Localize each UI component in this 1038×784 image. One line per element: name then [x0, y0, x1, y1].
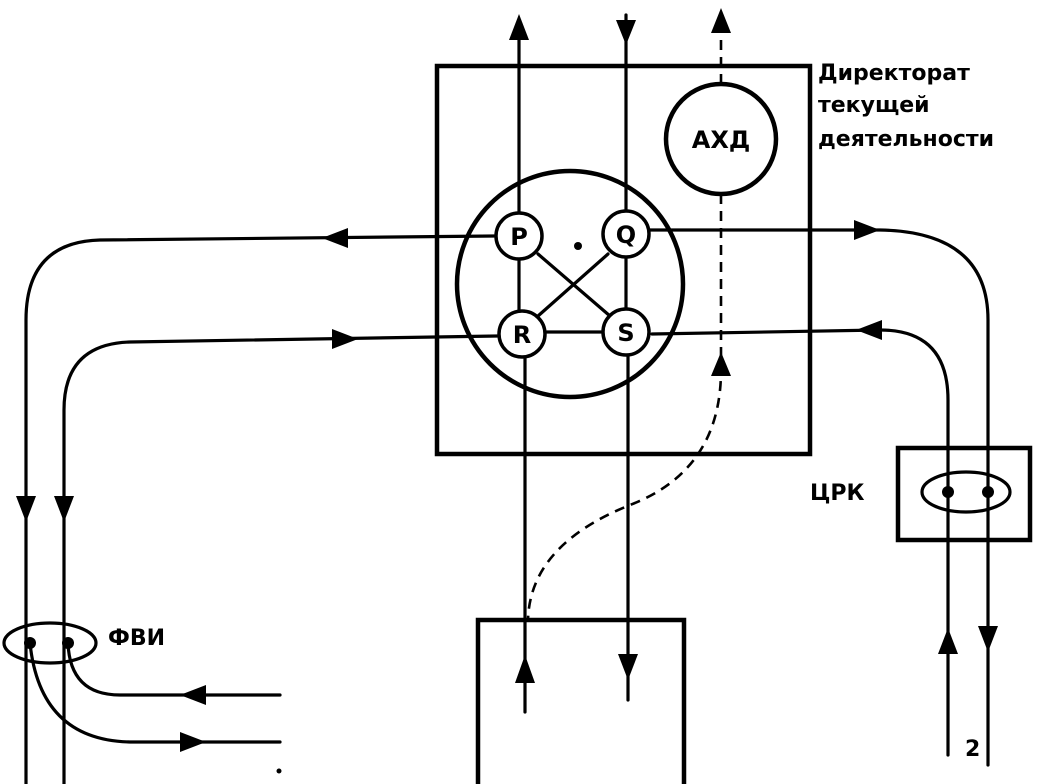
- arrow-down-left-2: [54, 496, 74, 522]
- stray-mark: [276, 768, 282, 774]
- frk-dot-left: [942, 486, 954, 498]
- directorate-label-line-2: текущей: [818, 93, 930, 118]
- arrow-down-bottom-s: [618, 654, 638, 680]
- node-q-label: Q: [616, 221, 636, 249]
- node-q: Q: [601, 209, 651, 259]
- node-p-label: P: [510, 223, 528, 251]
- frk-label: ЦРК: [810, 481, 865, 506]
- directorate-label-line-1: Директорат: [818, 61, 970, 86]
- arrow-up-right-948: [938, 628, 958, 654]
- bottom-unit-box: [475, 617, 687, 784]
- arrow-up-dashed: [711, 352, 731, 376]
- arrow-down-q: [616, 20, 636, 45]
- frk-box: [895, 445, 1033, 543]
- center-dot: [574, 242, 582, 250]
- fvi-input-curve: [66, 641, 282, 697]
- flow-frk-to-s: [650, 328, 950, 757]
- arrow-up-bottom-r: [515, 655, 535, 683]
- node-s-label: S: [617, 319, 634, 347]
- footnote-number: 2: [965, 737, 980, 762]
- flow-p-to-fvi: [24, 234, 496, 784]
- arrow-right-q: [854, 220, 880, 240]
- node-s: S: [601, 307, 651, 357]
- fvi-ellipse: [2, 621, 98, 665]
- ahd-label: АХД: [692, 126, 750, 154]
- arrow-up-ahd: [711, 8, 731, 33]
- fvi-label: ФВИ: [108, 626, 165, 651]
- process-circle: [454, 168, 686, 400]
- fvi-output-curve: [28, 641, 282, 744]
- arrow-right-r: [332, 329, 358, 349]
- arrow-up-p: [509, 14, 529, 40]
- directorate-label-line-3: деятельности: [818, 127, 994, 152]
- arrow-left-p: [322, 228, 348, 248]
- frk-ellipse: [920, 470, 1012, 514]
- arrow-right-fvi-out: [180, 732, 206, 752]
- node-p: P: [494, 211, 544, 261]
- directorate-box: [434, 63, 813, 457]
- ahd-dashed-link: [526, 194, 723, 621]
- node-r: R: [497, 309, 547, 359]
- arrow-left-fvi-in: [180, 685, 206, 705]
- flow-r-to-fvi: [62, 334, 499, 784]
- node-r-label: R: [513, 321, 531, 349]
- arrow-down-right-988: [978, 626, 998, 652]
- arrow-left-s: [856, 320, 882, 340]
- frk-dot-right: [982, 486, 994, 498]
- flow-q-to-frk: [648, 228, 990, 767]
- arrow-down-left-1: [16, 496, 36, 522]
- cross-line-q-r: [536, 252, 610, 318]
